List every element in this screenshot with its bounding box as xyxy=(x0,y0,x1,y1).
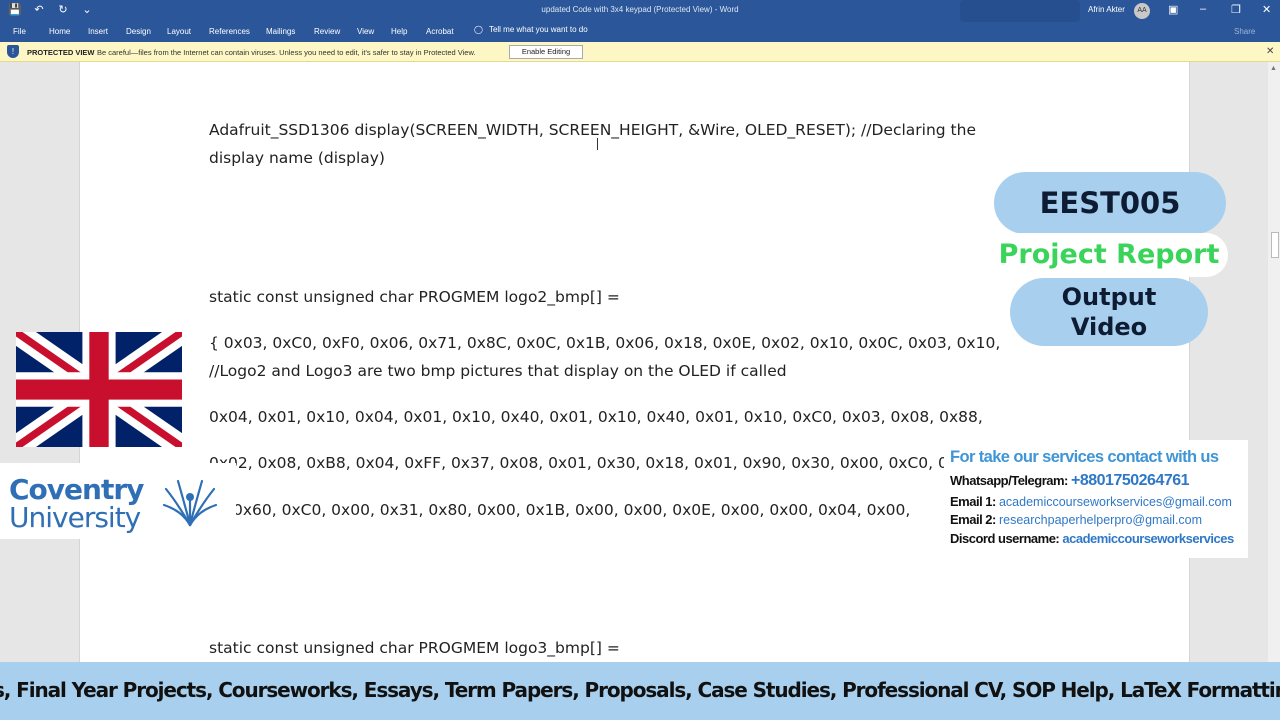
tab-review[interactable]: Review xyxy=(314,27,341,36)
protected-view-label: PROTECTED VIEW xyxy=(27,48,95,57)
window-title: updated Code with 3x4 keypad (Protected … xyxy=(541,5,739,14)
protected-view-message: Be careful—files from the Internet can c… xyxy=(97,48,476,57)
contact-card: For take our services contact with us Wh… xyxy=(944,440,1248,558)
tab-references[interactable]: References xyxy=(209,27,250,36)
doc-line-1: Adafruit_SSD1306 display(SCREEN_WIDTH, S… xyxy=(209,121,976,139)
undo-icon[interactable]: ↶ xyxy=(34,4,44,16)
whatsapp-row: Whatsapp/Telegram: +8801750264761 xyxy=(950,472,1190,490)
output-video-line-2: Video xyxy=(1070,313,1148,341)
ribbon-display-options-icon[interactable]: ▣ xyxy=(1168,4,1179,16)
tell-me-search[interactable]: ◯ Tell me what you want to do xyxy=(474,25,588,34)
close-bar-icon[interactable]: ✕ xyxy=(1266,46,1275,57)
project-report-badge: Project Report xyxy=(990,233,1228,277)
tab-file[interactable]: File xyxy=(13,27,26,36)
enable-editing-button[interactable]: Enable Editing xyxy=(509,45,583,59)
output-video-badge: Output Video xyxy=(1010,278,1208,346)
email1-row: Email 1: academiccourseworkservices@gmai… xyxy=(950,494,1232,509)
close-icon[interactable]: ✕ xyxy=(1262,4,1272,16)
phoenix-icon xyxy=(162,479,218,527)
doc-line-3: static const unsigned char PROGMEM logo2… xyxy=(209,288,620,306)
doc-line-7: 0x02, 0x08, 0xB8, 0x04, 0xFF, 0x37, 0x08… xyxy=(209,454,948,472)
document-page[interactable] xyxy=(79,62,1190,662)
customize-toolbar-icon[interactable]: ⌄ xyxy=(82,4,92,16)
email1-label: Email 1: xyxy=(950,494,996,509)
vertical-scrollbar[interactable] xyxy=(1268,62,1280,662)
tab-view[interactable]: View xyxy=(357,27,375,36)
user-name[interactable]: Afrin Akter xyxy=(1088,5,1125,14)
doc-line-5: //Logo2 and Logo3 are two bmp pictures t… xyxy=(209,362,787,380)
restore-icon[interactable]: ❐ xyxy=(1231,4,1241,16)
lightbulb-icon: ◯ xyxy=(474,25,483,34)
discord-value: academiccourseworkservices xyxy=(1062,531,1234,546)
ribbon-tabs: File Home Insert Design Layout Reference… xyxy=(0,22,1280,42)
avatar[interactable]: AA xyxy=(1134,3,1150,19)
output-video-line-1: Output xyxy=(1061,283,1157,311)
tab-design[interactable]: Design xyxy=(126,27,151,36)
coventry-university-logo: Coventry University xyxy=(0,463,236,539)
contact-heading: For take our services contact with us xyxy=(950,448,1219,466)
redo-icon[interactable]: ↻ xyxy=(58,4,68,16)
doc-line-6: 0x04, 0x01, 0x10, 0x04, 0x01, 0x10, 0x40… xyxy=(209,408,983,426)
doc-line-4: { 0x03, 0xC0, 0xF0, 0x06, 0x71, 0x8C, 0x… xyxy=(209,334,1001,352)
scroll-up-icon[interactable]: ▲ xyxy=(1270,65,1277,72)
email2-label: Email 2: xyxy=(950,512,996,527)
minimize-icon[interactable]: – xyxy=(1200,3,1207,15)
services-banner: s, Final Year Projects, Courseworks, Ess… xyxy=(0,662,1280,720)
whatsapp-value: +8801750264761 xyxy=(1071,472,1190,489)
tab-home[interactable]: Home xyxy=(49,27,71,36)
blurred-region xyxy=(960,0,1080,22)
email2-row: Email 2: researchpaperhelperpro@gmail.co… xyxy=(950,512,1202,527)
tab-acrobat[interactable]: Acrobat xyxy=(426,27,454,36)
discord-label: Discord username: xyxy=(950,531,1060,546)
email2-value: researchpaperhelperpro@gmail.com xyxy=(998,513,1203,527)
quick-access-toolbar: 💾 ↶ ↻ ⌄ xyxy=(8,3,94,17)
doc-line-2: display name (display) xyxy=(209,149,385,167)
uk-flag-icon xyxy=(16,332,182,447)
scrollbar-thumb[interactable] xyxy=(1271,232,1279,258)
discord-row: Discord username: academiccourseworkserv… xyxy=(950,531,1234,546)
logo-line-2: University xyxy=(9,501,141,534)
whatsapp-label: Whatsapp/Telegram: xyxy=(950,473,1068,488)
title-bar: 💾 ↶ ↻ ⌄ updated Code with 3x4 keypad (Pr… xyxy=(0,0,1280,22)
tab-help[interactable]: Help xyxy=(391,27,408,36)
save-icon[interactable]: 💾 xyxy=(8,4,22,16)
tab-layout[interactable]: Layout xyxy=(167,27,192,36)
email1-value: academiccourseworkservices@gmail.com xyxy=(998,495,1232,509)
tab-insert[interactable]: Insert xyxy=(88,27,109,36)
services-ticker: s, Final Year Projects, Courseworks, Ess… xyxy=(0,678,1280,702)
shield-icon: ! xyxy=(7,45,19,58)
tab-mailings[interactable]: Mailings xyxy=(266,27,296,36)
tell-me-label: Tell me what you want to do xyxy=(488,25,588,34)
protected-view-bar: ! PROTECTED VIEW Be careful—files from t… xyxy=(0,42,1280,62)
doc-line-9: static const unsigned char PROGMEM logo3… xyxy=(209,639,620,657)
logo-line-1: Coventry xyxy=(9,473,144,506)
text-cursor xyxy=(597,138,600,150)
doc-line-8: 0x60, 0xC0, 0x00, 0x31, 0x80, 0x00, 0x1B… xyxy=(233,501,911,519)
share-button[interactable]: Share xyxy=(1234,27,1256,36)
course-code-badge: EEST005 xyxy=(994,172,1226,234)
